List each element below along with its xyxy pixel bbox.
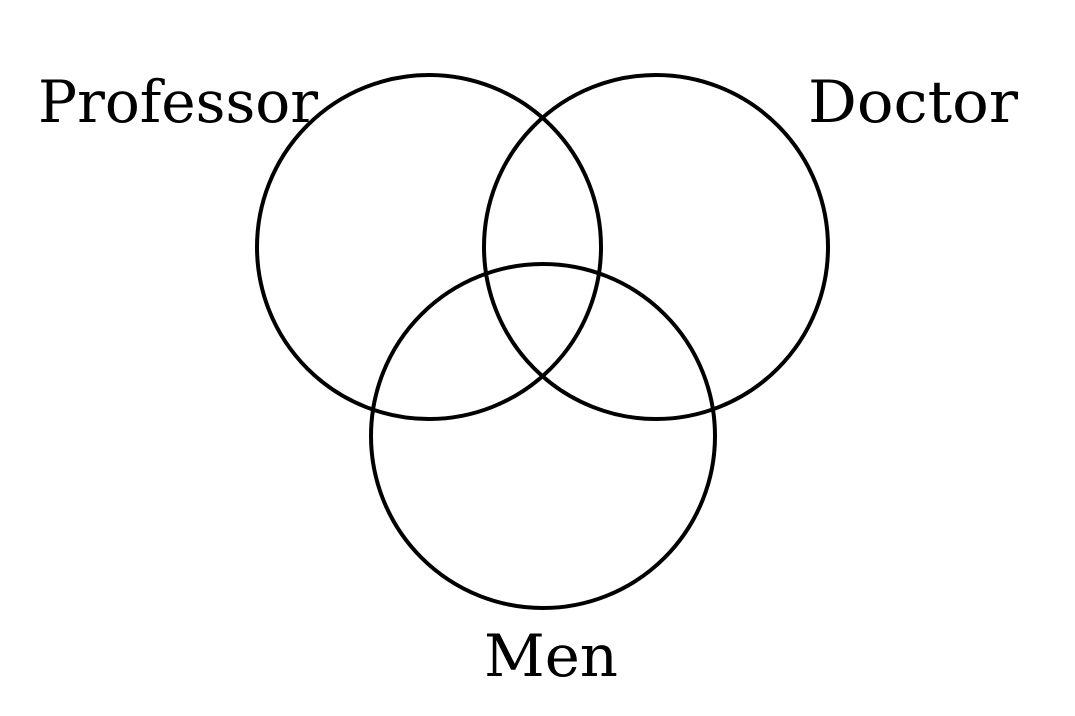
label-men: Men [484, 622, 618, 690]
label-doctor: Doctor [808, 68, 1018, 136]
label-professor: Professor [38, 68, 318, 136]
circle-doctor [482, 73, 830, 421]
circle-men [369, 262, 717, 610]
circle-professor [255, 73, 603, 421]
